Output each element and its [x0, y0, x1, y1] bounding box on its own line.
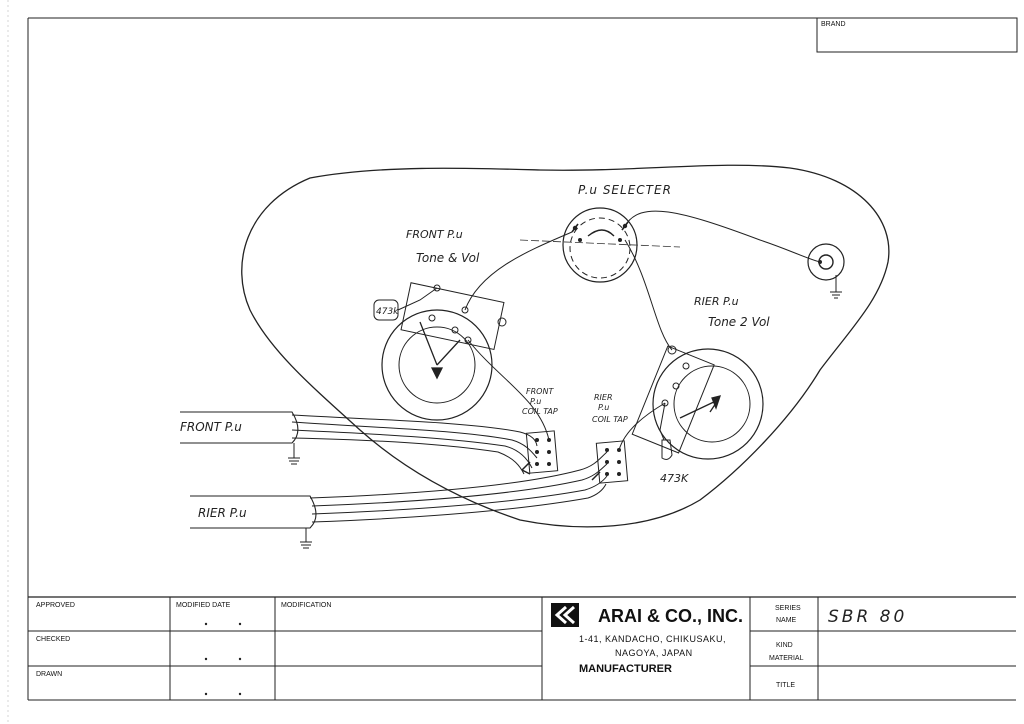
selector-terminal-1 [572, 225, 578, 231]
front-pickup-cable [180, 411, 299, 444]
brand-label: BRAND [821, 21, 846, 28]
rear-tap-pin-5 [605, 472, 609, 476]
front-tap-pin-3 [535, 450, 539, 454]
guitar-body-outline [241, 164, 890, 528]
manufacturer-label: MANUFACTURER [579, 663, 672, 675]
address-line-2: NAGOYA, JAPAN [615, 648, 693, 658]
series-label-1: SERIES [775, 605, 801, 612]
arai-logo-icon [551, 603, 579, 627]
front-lug-4 [464, 336, 472, 344]
front-pickup-ground-icon [288, 443, 300, 465]
rear-coil-tap-label-2: P.u [598, 403, 609, 412]
front-coil-tap-label-1: FRONT [526, 387, 554, 396]
modification-label: MODIFICATION [281, 602, 331, 609]
front-lead-1 [291, 414, 538, 447]
rear-pot-outer [652, 348, 764, 460]
rear-lug-1 [667, 345, 677, 355]
rear-pot-wiper [679, 395, 721, 419]
front-lug-6 [497, 317, 507, 327]
jack-ground-icon [830, 275, 842, 299]
front-pickup-label: FRONT P.u [180, 420, 242, 434]
company-name: ARAI & CO., INC. [598, 606, 743, 626]
rear-lug-2 [682, 362, 690, 370]
front-cap-label: 473k [376, 307, 399, 317]
rear-cap-wire [659, 402, 666, 441]
selector-label: P.u SELECTER [578, 183, 672, 197]
front-tap-ground-lead [521, 461, 531, 475]
selector-terminal-4 [618, 238, 622, 242]
rear-coil-tap-label-1: RIER [594, 393, 613, 402]
front-controls-label: Tone & Vol [416, 251, 480, 265]
front-lead-4 [291, 437, 525, 475]
selector-terminal-3 [578, 238, 582, 242]
front-coil-tap-label-2: P.u [530, 397, 541, 406]
wire-front-pot-tap [467, 339, 550, 441]
front-lug-1 [433, 284, 441, 292]
rear-lead-1 [309, 451, 608, 499]
front-pot-inner [398, 326, 476, 404]
rear-pot-inner [673, 365, 751, 443]
wire-selector-jack [624, 210, 821, 263]
rear-controls-label: Tone 2 Vol [708, 315, 770, 329]
modified-date-label: MODIFIED DATE [176, 602, 231, 609]
drawn-label: DRAWN [36, 671, 62, 678]
title-block [28, 596, 1016, 700]
wire-selector-rear [624, 239, 673, 351]
rear-capacitor [661, 439, 673, 460]
address-line-1: 1-41, KANDACHO, CHIKUSAKU, [579, 634, 726, 644]
wire-rear-pot-tap [618, 402, 666, 451]
front-pu-label: FRONT P.u [406, 228, 463, 241]
rear-tap-pin-6 [617, 472, 621, 476]
rear-lead-4 [311, 483, 607, 523]
kind-label-1: KIND [776, 642, 793, 649]
front-lug-2 [428, 314, 436, 322]
front-pot-plate [400, 282, 505, 351]
rear-pickup-ground-icon [300, 528, 312, 549]
rear-lug-4 [661, 399, 669, 407]
front-cap-wire [397, 287, 438, 311]
rear-pot-plate [631, 345, 715, 454]
front-tap-pin-5 [535, 462, 539, 466]
series-label-2: NAME [776, 617, 797, 624]
wire-front-selector [464, 231, 573, 311]
rear-tap-pin-4 [617, 460, 621, 464]
selector-centerline [519, 239, 681, 248]
title-label: TITLE [776, 682, 795, 689]
front-pot-wiper [419, 321, 461, 380]
rear-tap-pin-3 [605, 460, 609, 464]
selector-contact [587, 229, 615, 237]
rear-tap-pin-1 [605, 448, 609, 452]
rear-lug-3 [672, 382, 680, 390]
rear-cap-label: 473K [660, 472, 689, 485]
date-dots [204, 622, 242, 696]
rear-lead-3 [311, 475, 608, 515]
rear-lead-2 [311, 463, 608, 507]
selector-switch-inner [569, 217, 631, 279]
approved-label: APPROVED [36, 602, 75, 609]
rear-coil-tap-label-3: COIL TAP [592, 415, 628, 424]
rear-pickup-label: RIER P.u [198, 506, 247, 520]
checked-label: CHECKED [36, 636, 70, 643]
rear-coil-tap-switch [595, 440, 629, 484]
front-tap-pin-4 [547, 450, 551, 454]
front-coil-tap-switch [525, 430, 559, 474]
kind-label-2: MATERIAL [769, 655, 804, 662]
front-pot-outer [381, 309, 493, 421]
front-lug-3 [451, 326, 459, 334]
front-lead-2 [291, 421, 538, 459]
front-lug-5 [461, 306, 469, 314]
rear-pu-label: RIER P.u [694, 295, 739, 308]
output-jack-outer [807, 243, 845, 281]
front-lead-3 [291, 429, 533, 469]
rear-tap-ground-lead [591, 471, 601, 481]
front-tap-pin-6 [547, 462, 551, 466]
front-tap-pin-1 [535, 438, 539, 442]
series-value: SBR 80 [828, 607, 907, 627]
brand-box [816, 17, 1018, 53]
front-coil-tap-label-3: COIL TAP [522, 407, 558, 416]
